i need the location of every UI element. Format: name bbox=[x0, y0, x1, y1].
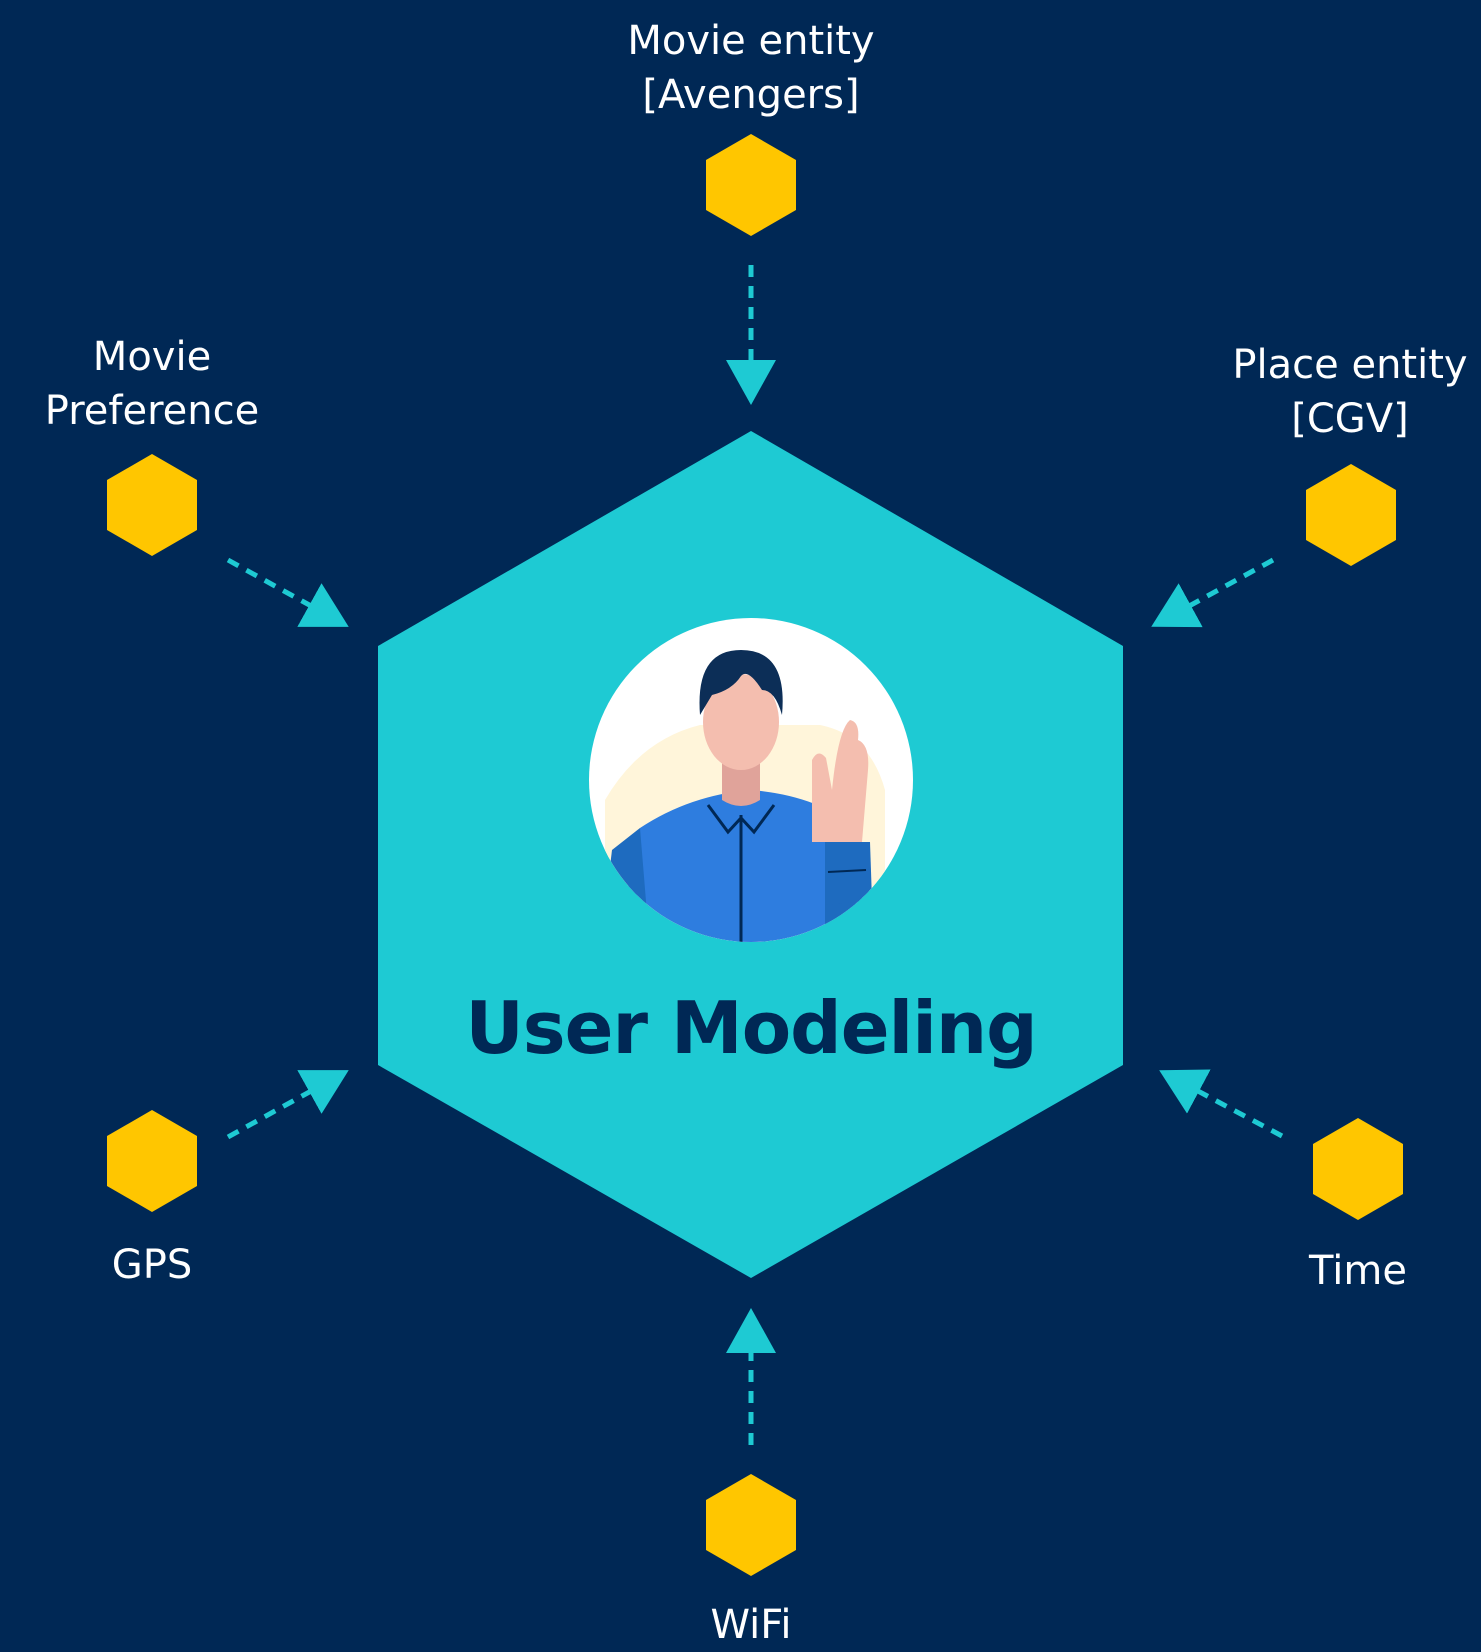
time-hexagon-icon bbox=[1313, 1118, 1403, 1220]
movie-preference-label: Movie Preference bbox=[45, 330, 259, 438]
movie-entity-label-line-2: [Avengers] bbox=[642, 72, 860, 118]
movie-entity-label: Movie entity [Avengers] bbox=[627, 14, 874, 122]
time-arrow-icon bbox=[1159, 1069, 1284, 1139]
movie-entity-label-line-1: Movie entity bbox=[627, 18, 875, 64]
movie-preference-label-line-2: Preference bbox=[44, 388, 260, 434]
place-entity-hexagon-icon bbox=[1306, 464, 1396, 566]
gps-label-line-1: GPS bbox=[111, 1242, 193, 1288]
movie-preference-label-line-1: Movie bbox=[92, 334, 212, 380]
movie-preference-hexagon-icon bbox=[107, 454, 197, 556]
center-title: User Modeling bbox=[465, 986, 1037, 1070]
wifi-label-line-1: WiFi bbox=[710, 1602, 792, 1648]
time-label: Time bbox=[1309, 1244, 1407, 1298]
user-avatar-icon bbox=[589, 618, 913, 942]
place-entity-label-line-1: Place entity bbox=[1232, 342, 1468, 388]
place-entity-label-line-2: [CGV] bbox=[1291, 396, 1409, 442]
wifi-hexagon-icon bbox=[706, 1474, 796, 1576]
movie-entity-hexagon-icon bbox=[706, 134, 796, 236]
place-entity-label: Place entity [CGV] bbox=[1232, 338, 1467, 446]
gps-label: GPS bbox=[112, 1238, 193, 1292]
gps-arrow-icon bbox=[226, 1070, 349, 1140]
place-entity-arrow-icon bbox=[1151, 557, 1275, 628]
movie-preference-arrow-icon bbox=[226, 557, 349, 627]
wifi-label: WiFi bbox=[711, 1598, 792, 1652]
gps-hexagon-icon bbox=[107, 1110, 197, 1212]
time-label-line-1: Time bbox=[1309, 1248, 1407, 1294]
